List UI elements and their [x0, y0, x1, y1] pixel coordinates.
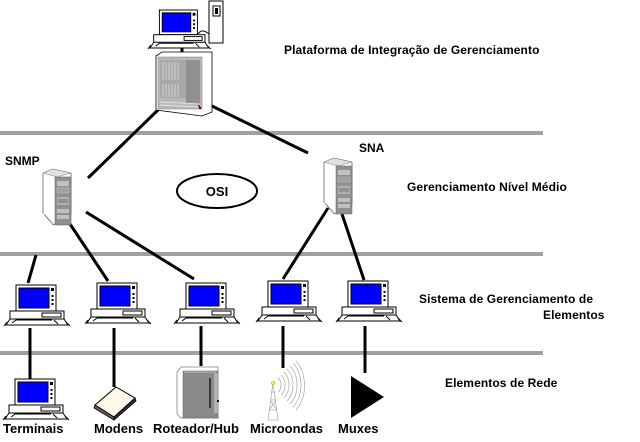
network-element-label-roteador-hub: Roteador/Hub [153, 421, 239, 436]
sna-server-icon [323, 157, 353, 215]
tier-line-1 [0, 131, 543, 135]
link-platform-sna [211, 104, 309, 155]
sna-label: SNA [359, 141, 385, 155]
element-workstation-3 [173, 282, 241, 325]
printer-tower-icon [197, 0, 224, 44]
link-snmp-ws3 [85, 210, 195, 281]
tier-label-elementos: Elementos de Rede [445, 376, 558, 390]
mainframe-server-icon [155, 51, 213, 117]
network-element-label-muxes: Muxes [338, 421, 379, 436]
terminal-icon [2, 378, 70, 421]
link-snmp-ws2 [68, 223, 110, 282]
connections [26, 42, 367, 387]
element-workstation-5 [335, 280, 403, 323]
element-workstation-2 [84, 282, 152, 325]
mux-icon [351, 376, 384, 418]
osi-label: OSI [206, 184, 228, 199]
osi-ellipse [176, 173, 258, 209]
snmp-label: SNMP [5, 154, 40, 168]
modem-icon [93, 386, 137, 421]
network-element-label-modens: Modens [94, 421, 144, 436]
tier-line-3 [0, 351, 543, 355]
network-element-label-terminais: Terminais [3, 421, 64, 436]
link-sna-ws4 [281, 207, 330, 280]
network-element-label-microondas: Microondas [250, 421, 323, 436]
link-sna-ws5 [340, 213, 366, 281]
snmp-server-icon [42, 168, 72, 226]
tier-label-plataforma: Plataforma de Integração de Gerenciament… [284, 43, 540, 57]
router-hub-icon [176, 366, 219, 419]
link-snmp-ws1 [26, 254, 38, 284]
platform-workstation-icon [147, 9, 212, 50]
tier-line-2 [0, 252, 543, 256]
tier-label-sistema-line2: Elementos [543, 308, 605, 322]
element-workstation-4 [255, 280, 323, 323]
tier-label-medio: Gerenciamento Nível Médio [407, 180, 567, 194]
element-workstation-1 [3, 284, 71, 327]
tier-label-sistema-line1: Sistema de Gerenciamento de [419, 292, 594, 306]
link-platform-snmp [86, 106, 162, 180]
microwave-tower-icon [267, 360, 305, 421]
